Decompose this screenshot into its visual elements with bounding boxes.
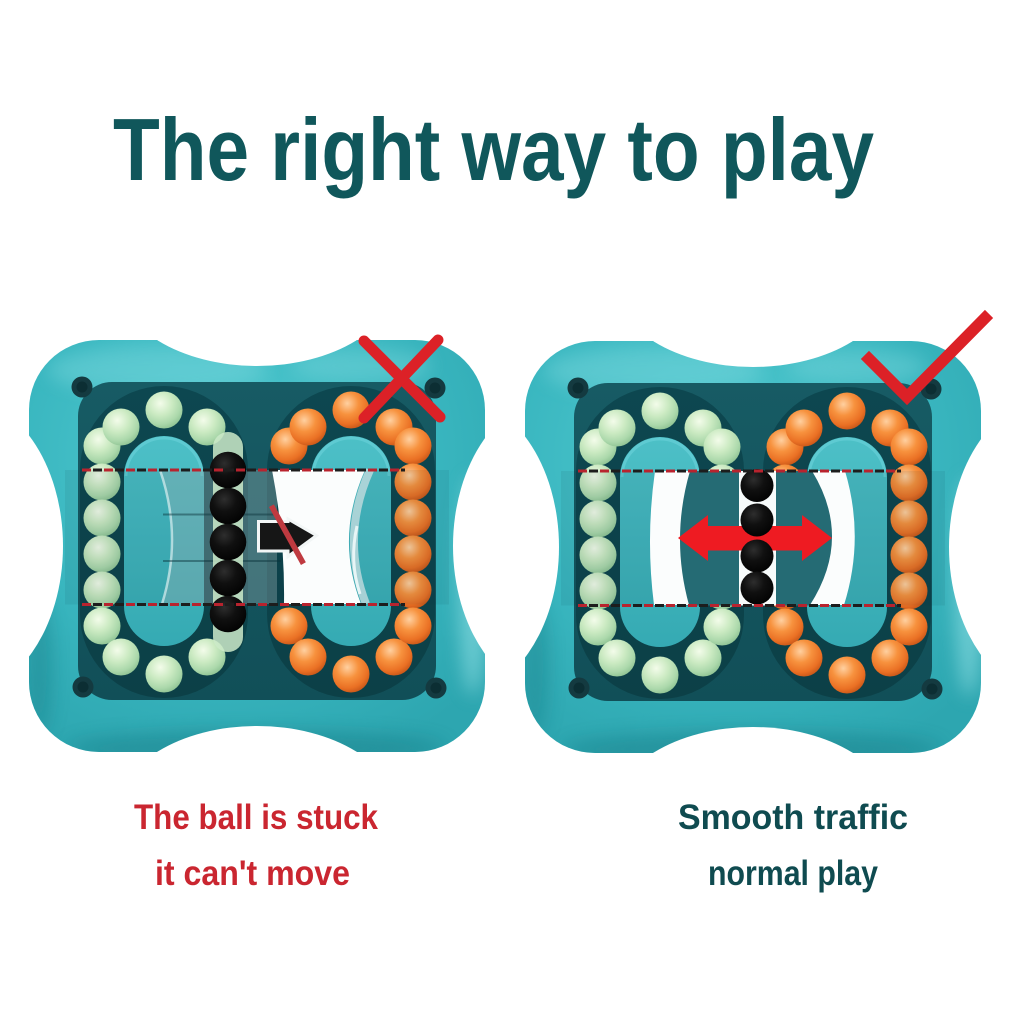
svg-text:normal play: normal play — [708, 854, 878, 893]
svg-text:The right way to play: The right way to play — [113, 100, 874, 199]
svg-text:The ball is stuck: The ball is stuck — [134, 798, 378, 837]
svg-text:Smooth traffic: Smooth traffic — [678, 798, 908, 837]
svg-text:it can't move: it can't move — [155, 854, 350, 893]
